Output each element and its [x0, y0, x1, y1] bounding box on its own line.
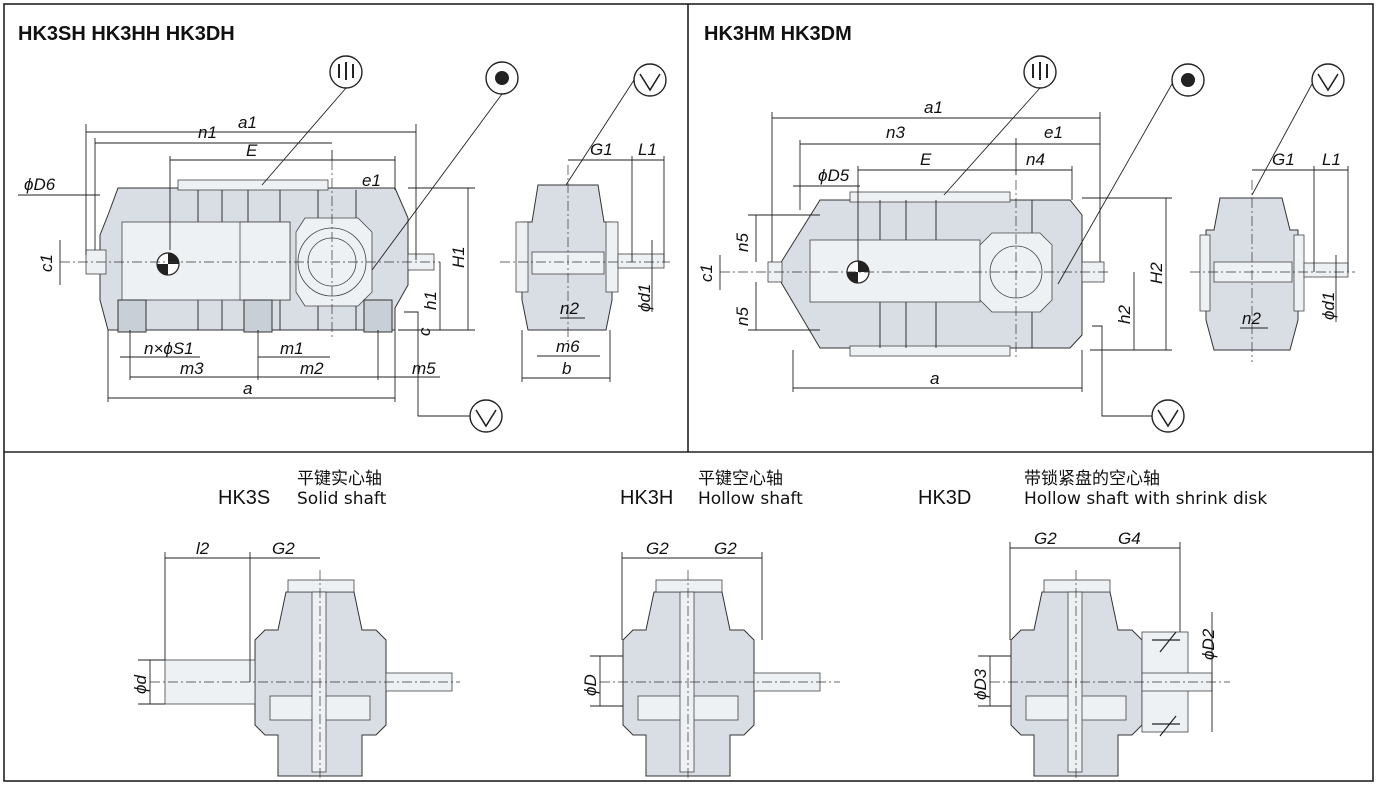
breather-icon-glyph: [338, 62, 354, 80]
lbl-hk3d-G2: G2: [1034, 529, 1057, 548]
hk3h-model: HK3H: [620, 487, 673, 509]
lbl-E: E: [246, 141, 258, 160]
hk3h-cn: 平键空心轴: [698, 469, 783, 489]
lbl-hk3s-phid: ϕd: [131, 675, 150, 694]
hk3h-en: Hollow shaft: [698, 489, 803, 509]
lbl-phiD6: ϕD6: [24, 175, 56, 194]
lbl-tr-L1: L1: [1322, 150, 1341, 169]
tr-side-view: G1 L1 ϕd1 n2: [1190, 150, 1355, 362]
lbl-a: a: [243, 379, 252, 398]
tl-front-view: [60, 160, 440, 340]
lbl-tr-c1: c1: [697, 264, 716, 282]
lbl-b: b: [562, 359, 571, 378]
drain-icon-glyph: [639, 73, 661, 92]
lbl-tr-n4: n4: [1026, 150, 1045, 169]
lbl-tr-phid1: ϕd1: [1319, 292, 1338, 320]
lbl-n1: n1: [198, 123, 217, 142]
panel-tl-title: HK3SH HK3HH HK3DH: [18, 23, 235, 45]
hk3s-model: HK3S: [218, 487, 270, 509]
lbl-tr-n5b: n5: [733, 307, 752, 326]
lbl-H1: H1: [449, 246, 468, 268]
lbl-tr-G1: G1: [1272, 150, 1295, 169]
lbl-tr-a: a: [930, 369, 939, 388]
lbl-tr-H2: H2: [1147, 262, 1166, 284]
lbl-L1: L1: [638, 140, 657, 159]
oil-level-icon-glyph: [495, 71, 509, 85]
lbl-phid1: ϕd1: [635, 284, 654, 312]
lbl-m6: m6: [556, 337, 580, 356]
hk3d-model: HK3D: [918, 487, 971, 509]
lbl-tr-e1: e1: [1044, 123, 1063, 142]
panel-tr-title: HK3HM HK3DM: [704, 23, 852, 45]
lbl-tr-a1: a1: [924, 98, 943, 117]
tr-drain-icon: [1311, 63, 1345, 97]
hk3d-cn: 带锁紧盘的空心轴: [1024, 469, 1160, 489]
lbl-hk3h-G2b: G2: [714, 539, 737, 558]
lbl-hk3d-G4: G4: [1118, 529, 1141, 548]
variant-hk3d: HK3D 带锁紧盘的空心轴 Hollow shaft with shrink d…: [918, 469, 1267, 780]
tr-drain-icon-glyph: [1317, 73, 1339, 92]
lbl-hk3d-phiD2: ϕD2: [1199, 628, 1218, 660]
tl-side-view: G1 L1 ϕd1 n2 m6 b: [500, 140, 670, 382]
drain-icon-bottom-glyph: [475, 409, 497, 428]
tr-dimensions: a1 n3 e1 ϕD5 E n4 n5 c1 n5 H2 h2 a: [697, 98, 1172, 392]
tr-oil-level-icon-glyph: [1181, 73, 1195, 87]
lbl-a1: a1: [238, 113, 257, 132]
lbl-tr-E: E: [920, 150, 932, 169]
lbl-hk3h-phiD: ϕD: [581, 674, 600, 696]
lbl-c: c: [415, 327, 434, 336]
lbl-e1: e1: [362, 171, 381, 190]
hk3d-en: Hollow shaft with shrink disk: [1024, 489, 1267, 509]
lbl-c1: c1: [37, 254, 56, 272]
lbl-tr-n3: n3: [886, 123, 905, 142]
lbl-m5: m5: [412, 359, 436, 378]
lbl-hk3s-l2: l2: [196, 539, 210, 558]
hk3s-en: Solid shaft: [297, 489, 387, 509]
tr-front-view: [720, 180, 1110, 360]
lbl-tr-n5a: n5: [733, 233, 752, 252]
lbl-hk3h-G2a: G2: [646, 539, 669, 558]
lbl-n2: n2: [560, 299, 579, 318]
lbl-hk3s-G2: G2: [272, 539, 295, 558]
lbl-m2: m2: [300, 359, 324, 378]
lbl-G1: G1: [590, 140, 613, 159]
lbl-hk3d-phiD3: ϕD3: [971, 668, 990, 700]
lbl-tr-h2: h2: [1115, 305, 1134, 324]
lbl-m3: m3: [180, 359, 204, 378]
lbl-tr-phiD5: ϕD5: [818, 166, 850, 185]
lbl-h1: h1: [421, 291, 440, 310]
lbl-tr-n2: n2: [1242, 309, 1261, 328]
tr-breather-icon-glyph: [1032, 62, 1048, 80]
variant-hk3h: HK3H 平键空心轴 Hollow shaft G2 G2 ϕD: [581, 469, 840, 780]
lbl-m1: m1: [280, 339, 304, 358]
hk3s-cn: 平键实心轴: [297, 469, 382, 489]
lbl-nphiS1: n×ϕS1: [144, 339, 194, 358]
variant-hk3s: HK3S 平键实心轴 Solid shaft l2 G2 ϕd: [131, 469, 460, 780]
tr-drain-icon-bottom-glyph: [1157, 409, 1179, 428]
